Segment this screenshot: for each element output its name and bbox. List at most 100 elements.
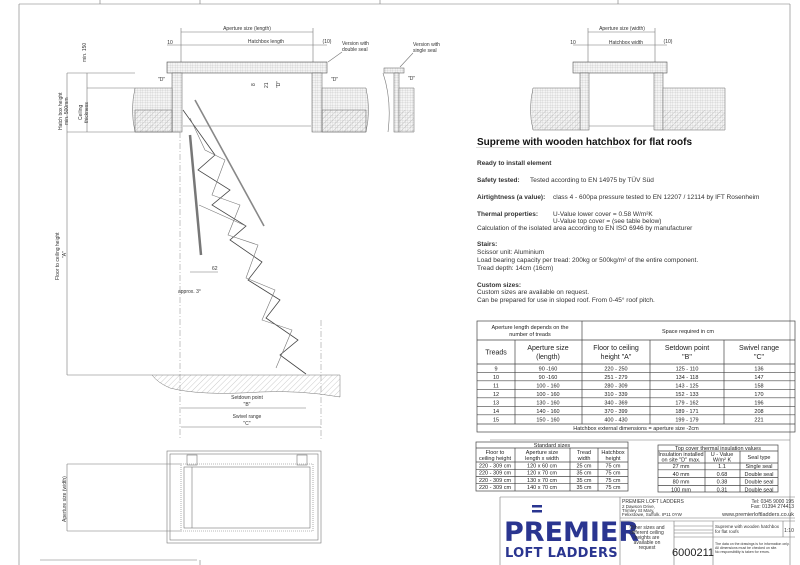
treads-group1-line2: number of treads (509, 332, 551, 338)
spec-air-value: class 4 - 600pa pressure tested to EN 12… (553, 194, 759, 201)
table-cell: 1.1 (718, 464, 726, 470)
address-line-2: Trimley St Mary, (622, 508, 654, 513)
aperture-length-label: Aperture size (length) (223, 26, 271, 32)
fax: Fax: 01394 274413 (751, 504, 794, 510)
dim-62-label: 62 (212, 266, 218, 272)
width-dim-10-bracket: (10) (664, 39, 673, 45)
spec-thermal-1: U-Value lower cover = 0.58 W/m²K (553, 211, 653, 218)
table-cell: 140 - 160 (536, 409, 559, 415)
table-cell: 13 (493, 401, 499, 407)
table-cell: 100 - 160 (536, 392, 559, 398)
company-name: PREMIER LOFT LADDERS (622, 499, 685, 505)
spec-stairs-label: Stairs: (477, 241, 497, 248)
table-cell: 40 mm (673, 472, 690, 478)
floor-to-ceiling-label-2: "A" (62, 251, 68, 258)
table-cell: 251 - 279 (604, 375, 627, 381)
treads-group1-line1: Aperture length depends on the (491, 325, 568, 331)
hatch-box-height-label-2: min. 500mm (64, 97, 70, 125)
table-cell: 189 - 171 (675, 409, 698, 415)
table-cell: 179 - 162 (675, 401, 698, 407)
dim-d: "D" (276, 81, 282, 88)
min-150-label: min. 150 (82, 43, 88, 62)
table-cell: 370 - 399 (604, 409, 627, 415)
table-cell: 280 - 309 (604, 384, 627, 390)
table-cell: 0.68 (717, 472, 728, 478)
section-length-drawing: Aperture size (length) 10 Hatchbox lengt… (55, 26, 369, 440)
swivel-range-label-2: "C" (243, 421, 250, 427)
table-cell: 220 - 309 cm (479, 471, 512, 477)
website-link[interactable]: www.premierloftladders.co.uk (721, 512, 794, 518)
table-cell: Double seal (744, 480, 773, 486)
description-line-2: for flat roofs (715, 529, 740, 534)
swivel-range-label-1: Swivel range (233, 414, 262, 420)
column-header: U - Value (711, 452, 734, 458)
table-cell: 170 (754, 392, 763, 398)
note-line-3: heights are (635, 535, 660, 541)
table-cell: 100 mm (671, 487, 691, 493)
spec-custom-label: Custom sizes: (477, 282, 521, 289)
table-cell: 150 - 160 (536, 418, 559, 424)
note-line-2: different ceiling (630, 530, 664, 536)
spec-ready: Ready to install element (477, 160, 552, 167)
dim-8: 8 (251, 83, 257, 86)
table-cell: 25 cm (577, 464, 592, 470)
column-header: "B" (682, 354, 692, 361)
hatchbox-length-label: Hatchbox length (248, 39, 284, 45)
table-cell: 27 mm (673, 464, 690, 470)
table-cell: 208 (754, 409, 763, 415)
table-cell: Double seal (744, 472, 773, 478)
table-cell: Single seal (746, 464, 773, 470)
spec-thermal-2: U-Value top cover = (see table below) (553, 218, 661, 225)
address-line-1: 2 Dawson Drive, (622, 504, 655, 509)
table-cell: 75 cm (606, 471, 621, 477)
d-label-single: "D" (408, 76, 415, 82)
table-cell: 143 - 125 (675, 384, 698, 390)
disclaimer-1: The data on the drawings is for informat… (715, 542, 789, 546)
spec-air-label: Airtightness (a value): (477, 194, 545, 201)
table-cell: 75 cm (606, 464, 621, 470)
table-cell: 90 -160 (539, 375, 558, 381)
treads-group2: Space required in cm (662, 329, 714, 335)
d-label-left: "D" (158, 77, 165, 83)
table-cell: 35 cm (577, 478, 592, 484)
table-cell: Double seal (744, 487, 773, 493)
disclaimer-2: All dimensions must be checked on site. (715, 546, 777, 550)
d-label-right: "D" (331, 77, 338, 83)
single-seal-label-2: single seal (413, 48, 437, 54)
column-header: Aperture size (526, 450, 558, 456)
approx-angle-label: approx. 3° (178, 289, 201, 295)
table-cell: 152 - 133 (675, 392, 698, 398)
column-header: Insulation installed (658, 452, 703, 458)
floor-to-ceiling-label-1: Floor to ceiling height (55, 232, 61, 280)
spec-stairs-1: Scissor unit: Aluminium (477, 249, 544, 256)
table-cell: 140 x 70 cm (527, 485, 557, 491)
table-cell: 9 (494, 367, 497, 373)
note-line-5: request (639, 545, 656, 551)
table-cell: 310 - 339 (604, 392, 627, 398)
width-dim-10: 10 (570, 40, 576, 46)
column-header: Seal type (748, 455, 771, 461)
table-cell: 158 (754, 384, 763, 390)
table-cell: 80 mm (673, 480, 690, 486)
column-header: ceiling height (479, 456, 512, 462)
spec-stairs-3: Tread depth: 14cm (16cm) (477, 265, 553, 272)
standard-sizes-title: Standard sizes (534, 443, 571, 449)
address-line-3: Felixstowe, Suffolk. IP11 0YW (622, 512, 683, 517)
spec-safety-label: Safety tested: (477, 177, 520, 184)
setdown-point-label-1: Setdown point (231, 395, 263, 401)
table-cell: 220 - 309 cm (479, 478, 512, 484)
double-seal-label-1: Version with (342, 41, 369, 47)
spec-title: Supreme with wooden hatchbox for flat ro… (477, 137, 692, 148)
column-header: Floor to ceiling (593, 345, 639, 352)
ceiling-thickness-label-2: thickness (84, 102, 90, 123)
thermal-table-title: Top cover thermal insulation values (675, 446, 761, 452)
table-cell: 134 - 118 (676, 375, 699, 381)
double-seal-label-2: double seal (342, 47, 368, 53)
table-cell: 35 cm (577, 485, 592, 491)
table-cell: 400 - 430 (604, 418, 627, 424)
table-cell: 196 (754, 401, 763, 407)
single-seal-detail: Version with single seal "D" (382, 42, 440, 133)
dim-21: 21 (264, 82, 270, 88)
column-header: on site "D" max. (661, 458, 701, 464)
